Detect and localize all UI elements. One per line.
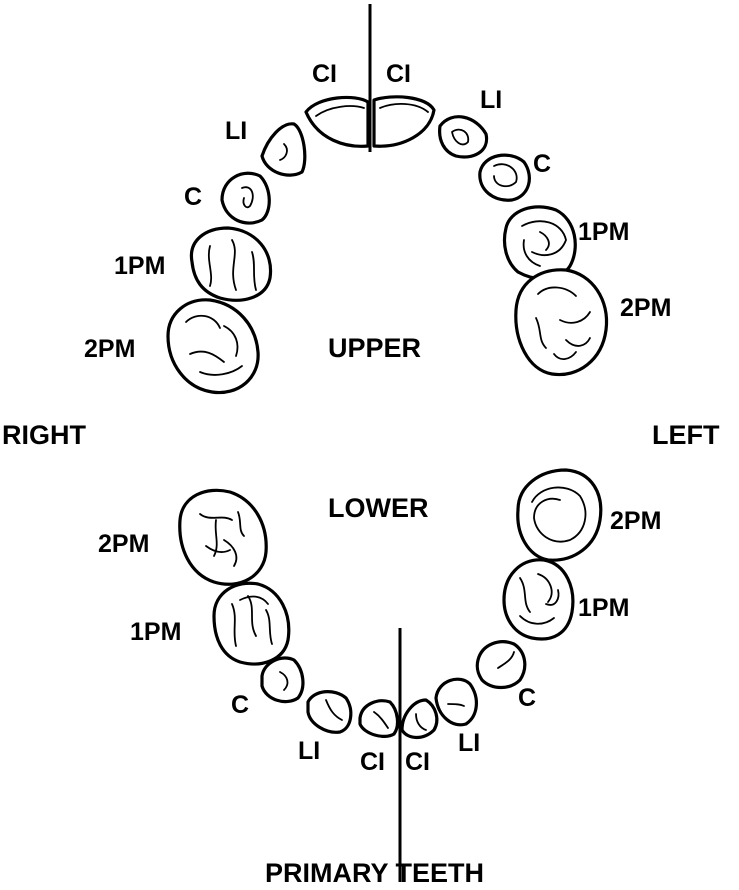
diagram-title: PRIMARY TEETH <box>265 858 484 888</box>
lower-right-second-molar <box>178 488 268 586</box>
upper-left-2pm-label: 2PM <box>620 294 671 322</box>
upper-left-lateral-incisor <box>438 115 489 159</box>
lower-right-c-label: C <box>231 691 249 719</box>
lower-left-c-label: C <box>518 684 536 712</box>
lower-left-second-molar <box>516 468 603 562</box>
lower-left-first-molar <box>502 558 575 641</box>
lower-right-lateral-incisor <box>306 690 353 734</box>
upper-left-first-molar <box>502 205 577 281</box>
lower-left-central-incisor <box>400 698 439 740</box>
lower-right-central-incisor <box>358 699 400 738</box>
upper-right-second-molar <box>166 298 260 395</box>
left-side-label: LEFT <box>652 420 720 450</box>
lower-left-2pm-label: 2PM <box>610 507 661 535</box>
lower-left-li-label: LI <box>458 729 480 757</box>
upper-left-li-label: LI <box>480 86 502 114</box>
upper-left-second-molar <box>514 268 609 377</box>
lower-right-2pm-label: 2PM <box>98 530 149 558</box>
upper-right-lateral-incisor <box>260 122 307 177</box>
upper-right-first-molar <box>189 226 273 302</box>
upper-left-central-incisor <box>372 95 436 148</box>
lower-arch-label: LOWER <box>328 493 429 523</box>
lower-left-lateral-incisor <box>434 677 478 727</box>
upper-right-2pm-label: 2PM <box>84 335 135 363</box>
upper-right-c-label: C <box>184 183 202 211</box>
upper-left-1pm-label: 1PM <box>578 218 629 246</box>
upper-right-1pm-label: 1PM <box>114 252 165 280</box>
lower-left-1pm-label: 1PM <box>578 594 629 622</box>
lower-right-1pm-label: 1PM <box>130 618 181 646</box>
upper-right-central-incisor <box>304 95 370 148</box>
upper-arch-label: UPPER <box>328 333 421 363</box>
right-side-label: RIGHT <box>2 420 87 450</box>
lower-right-canine <box>260 656 305 704</box>
upper-right-li-label: LI <box>225 117 247 145</box>
lower-right-ci-label: CI <box>360 748 385 776</box>
upper-right-canine <box>220 171 271 225</box>
upper-left-ci-label: CI <box>386 60 411 88</box>
lower-left-ci-label: CI <box>405 748 430 776</box>
upper-left-canine <box>478 153 531 202</box>
upper-left-c-label: C <box>533 150 551 178</box>
lower-right-first-molar <box>212 581 291 666</box>
lower-right-li-label: LI <box>298 737 320 765</box>
lower-left-canine <box>475 640 527 690</box>
upper-right-ci-label: CI <box>312 60 337 88</box>
